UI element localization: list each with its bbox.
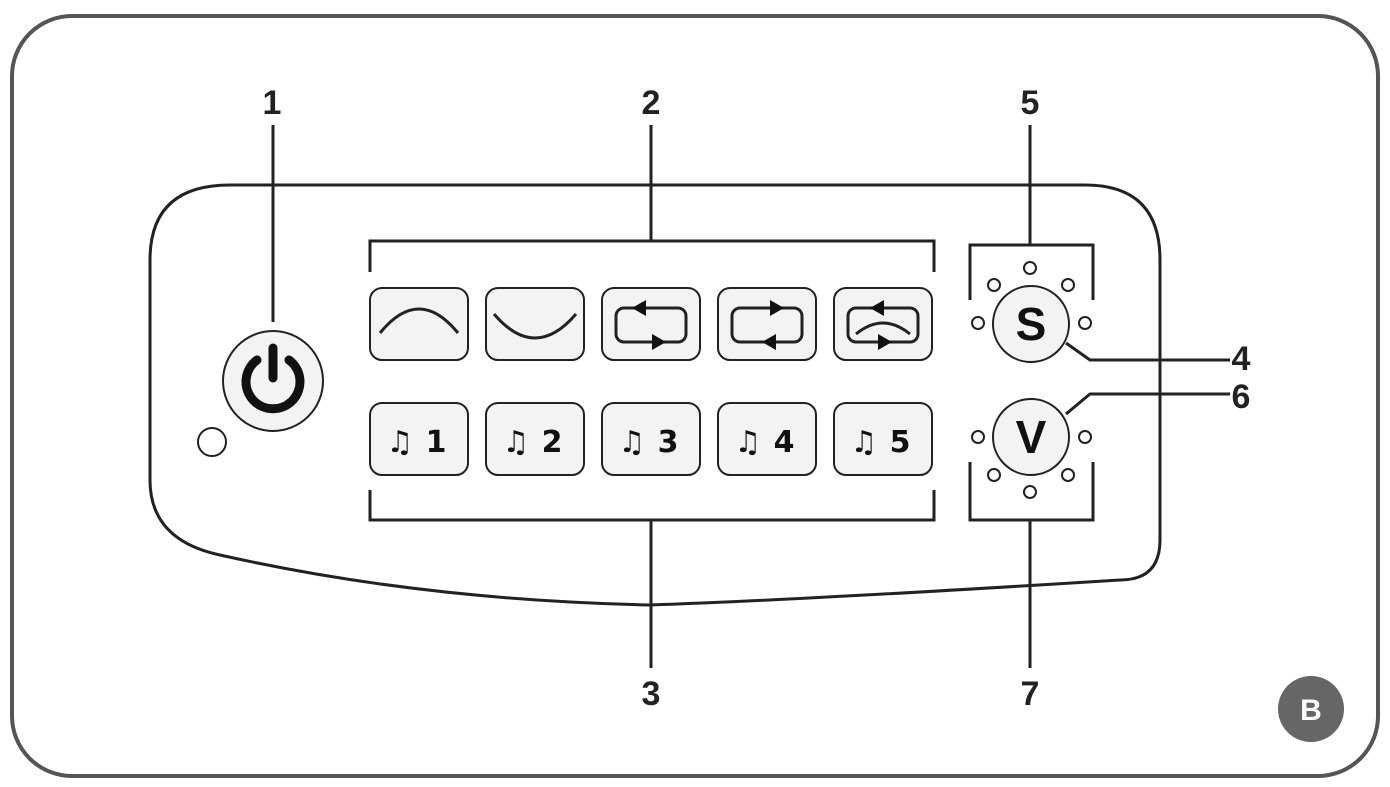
- mode-button-4[interactable]: [717, 287, 817, 361]
- speed-led-ring: [971, 261, 1092, 330]
- mode-button-1[interactable]: [369, 287, 469, 361]
- music-button-3[interactable]: ♫ 3: [601, 402, 701, 476]
- power-button[interactable]: [222, 330, 324, 432]
- music-note-icon: ♫: [851, 425, 878, 460]
- mode-button-2[interactable]: [485, 287, 585, 361]
- music-button-2[interactable]: ♫ 2: [485, 402, 585, 476]
- callout-5: 5: [1021, 84, 1040, 122]
- power-indicator-led: [197, 427, 227, 457]
- power-icon: [241, 343, 305, 414]
- callout-1: 1: [263, 84, 282, 122]
- arc-loop-icon: [846, 300, 920, 350]
- music-note-icon: ♫: [735, 425, 762, 460]
- music-button-5[interactable]: ♫ 5: [833, 402, 933, 476]
- loop-arrows-icon: [614, 300, 688, 350]
- music-button-1[interactable]: ♫ 1: [369, 402, 469, 476]
- mode-bracket: [368, 239, 936, 272]
- arc-up-icon: [378, 307, 460, 334]
- callout-4: 4: [1232, 340, 1251, 378]
- speed-knob[interactable]: S: [992, 285, 1070, 363]
- callout-6-leader: [1065, 392, 1230, 416]
- music-note-icon: ♫: [503, 425, 530, 460]
- music-button-number: 5: [890, 425, 911, 460]
- callout-3: 3: [642, 675, 661, 713]
- callout-6: 6: [1232, 378, 1251, 416]
- music-button-number: 1: [426, 425, 447, 460]
- callout-7: 7: [1021, 675, 1040, 713]
- arc-down-icon: [492, 313, 578, 340]
- callout-4-leader: [1065, 341, 1230, 362]
- callout-2: 2: [642, 84, 661, 122]
- music-button-4[interactable]: ♫ 4: [717, 402, 817, 476]
- loop-arrows-reverse-icon: [730, 300, 804, 350]
- speed-bracket: [968, 243, 1095, 300]
- music-button-number: 4: [774, 425, 795, 460]
- volume-knob[interactable]: V: [992, 398, 1070, 476]
- speed-knob-label: S: [1016, 298, 1047, 350]
- figure-badge-label: B: [1300, 694, 1322, 727]
- mode-button-5[interactable]: [833, 287, 933, 361]
- figure-badge: B: [1278, 676, 1344, 742]
- music-button-number: 3: [658, 425, 679, 460]
- music-button-number: 2: [542, 425, 563, 460]
- music-note-icon: ♫: [387, 425, 414, 460]
- mode-button-3[interactable]: [601, 287, 701, 361]
- volume-led-ring: [971, 430, 1092, 499]
- music-note-icon: ♫: [619, 425, 646, 460]
- volume-knob-label: V: [1016, 411, 1047, 463]
